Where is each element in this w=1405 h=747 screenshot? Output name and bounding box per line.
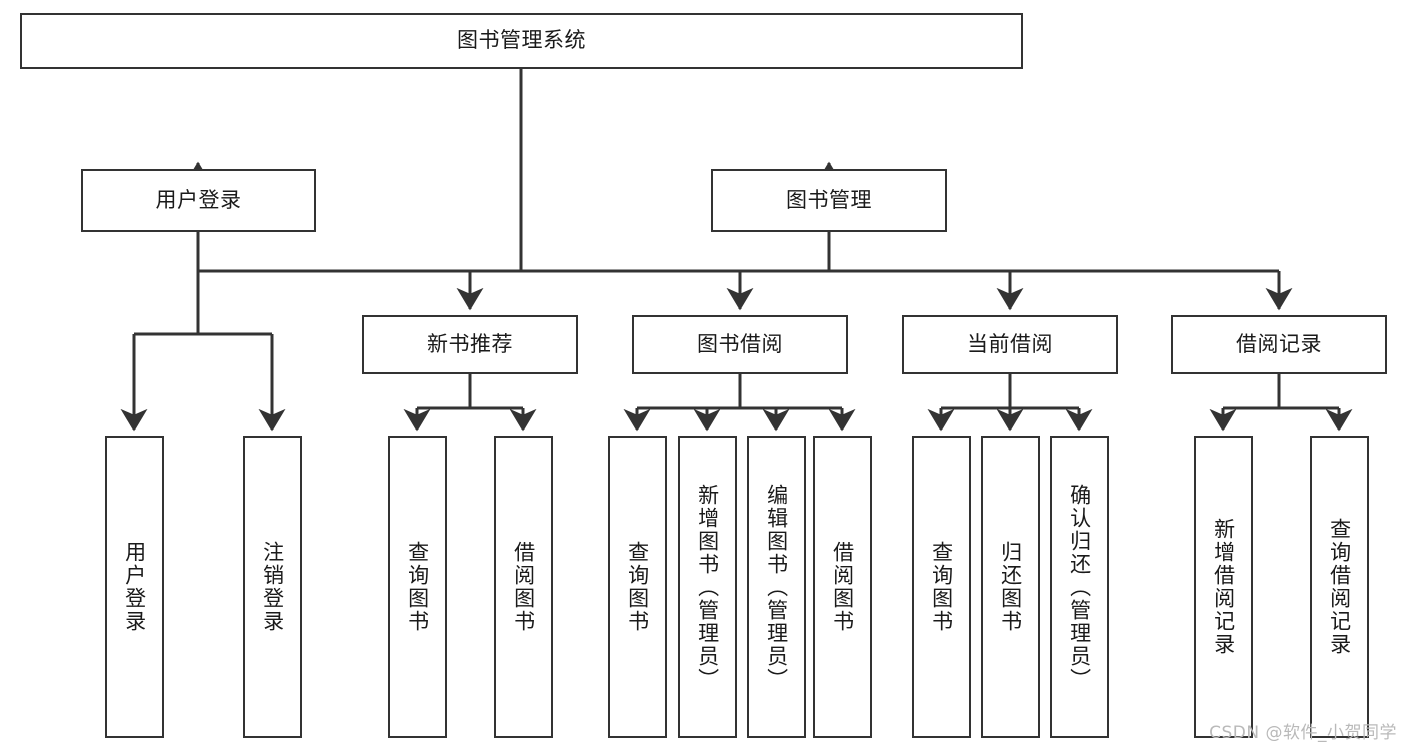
node-label: 新书推荐 [427,331,513,356]
node-new-book-recommend[interactable]: 新书推荐 [362,315,578,374]
edge-userlogin-to-leaves [120,232,286,432]
node-label: 新增图书（管理员） [695,483,720,691]
node-label: 用户登录 [155,187,242,212]
node-label: 借阅图书 [511,541,536,633]
node-label: 确认归还（管理员） [1067,483,1092,691]
node-leaf-user-login[interactable]: 用户登录 [105,436,164,738]
edge-newbook-to-leaves [403,374,537,432]
node-root-system[interactable]: 图书管理系统 [20,13,1023,69]
node-label: 新增借阅记录 [1211,518,1236,656]
node-label: 查询图书 [625,541,650,633]
node-label: 编辑图书（管理员） [764,483,789,691]
node-label: 借阅记录 [1236,331,1322,356]
node-label: 归还图书 [998,541,1023,633]
node-leaf-query-book-1[interactable]: 查询图书 [388,436,447,738]
node-book-manage[interactable]: 图书管理 [711,169,947,232]
node-leaf-return-book[interactable]: 归还图书 [981,436,1040,738]
node-book-borrow[interactable]: 图书借阅 [632,315,848,374]
node-label: 图书管理系统 [457,28,586,53]
node-leaf-user-logout[interactable]: 注销登录 [243,436,302,738]
node-leaf-add-book[interactable]: 新增图书（管理员） [678,436,737,738]
node-current-borrow[interactable]: 当前借阅 [902,315,1118,374]
node-label: 查询借阅记录 [1327,518,1352,656]
node-label: 图书管理 [786,187,872,212]
node-label: 注销登录 [260,541,285,633]
edge-bookmanage-to-level3 [456,232,1293,311]
node-user-login[interactable]: 用户登录 [81,169,316,232]
node-leaf-query-record[interactable]: 查询借阅记录 [1310,436,1369,738]
node-label: 查询图书 [929,541,954,633]
csdn-watermark: CSDN @软件_小贺同学 [1209,723,1397,743]
edge-borrowrecord-to-leaves [1209,374,1353,432]
node-leaf-confirm-return[interactable]: 确认归还（管理员） [1050,436,1109,738]
node-leaf-query-book-2[interactable]: 查询图书 [608,436,667,738]
node-leaf-borrow-book-2[interactable]: 借阅图书 [813,436,872,738]
edge-currentborrow-to-leaves [927,374,1093,432]
node-leaf-add-record[interactable]: 新增借阅记录 [1194,436,1253,738]
node-label: 查询图书 [405,541,430,633]
node-label: 图书借阅 [697,331,783,356]
node-label: 借阅图书 [830,541,855,633]
edge-bookborrow-to-leaves [623,374,856,432]
node-label: 当前借阅 [967,331,1053,356]
node-leaf-borrow-book-1[interactable]: 借阅图书 [494,436,553,738]
node-leaf-edit-book[interactable]: 编辑图书（管理员） [747,436,806,738]
node-leaf-query-book-3[interactable]: 查询图书 [912,436,971,738]
node-borrow-record[interactable]: 借阅记录 [1171,315,1387,374]
node-label: 用户登录 [122,541,147,633]
